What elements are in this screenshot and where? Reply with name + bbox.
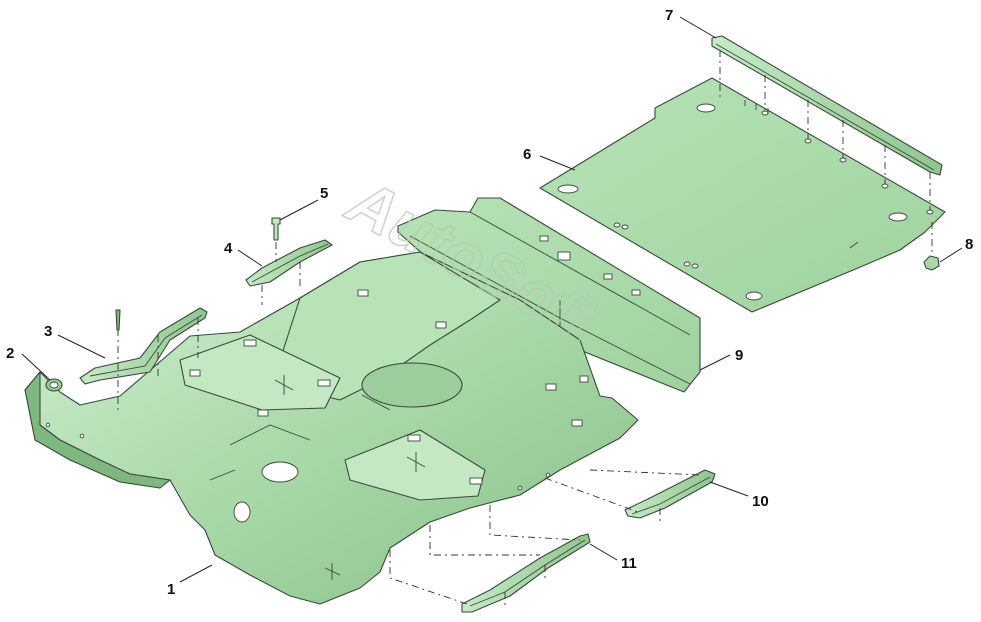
- callout-7: 7: [665, 7, 673, 24]
- callout-10: 10: [752, 493, 769, 510]
- part-8-plug: [923, 222, 940, 271]
- part-4-tunnel-bracket: [245, 239, 333, 305]
- callout-4: 4: [224, 240, 233, 257]
- part-7-cross-rail: [711, 35, 943, 215]
- part-2-grommet: [45, 378, 63, 392]
- callout-2: 2: [6, 345, 14, 362]
- leader-lines: [21, 16, 963, 583]
- part-1-front-floor-pan: [24, 251, 639, 605]
- callout-9: 9: [735, 347, 743, 364]
- part-6-rear-floor-panel: [539, 77, 946, 313]
- part-3-front-cross-member: [79, 307, 208, 412]
- callout-1: 1: [167, 581, 175, 598]
- callout-labels: 1 2 3 4 5 6 7 8 9 10 11: [6, 7, 973, 598]
- callout-5: 5: [320, 185, 328, 202]
- part-10-rear-cross-bracket: [544, 469, 716, 522]
- callout-11: 11: [621, 555, 637, 572]
- callout-6: 6: [523, 146, 531, 163]
- part-11-rear-cross-member: [389, 505, 591, 613]
- callout-3: 3: [44, 323, 52, 340]
- part-5-bolt: [271, 217, 281, 262]
- callout-8: 8: [965, 236, 973, 253]
